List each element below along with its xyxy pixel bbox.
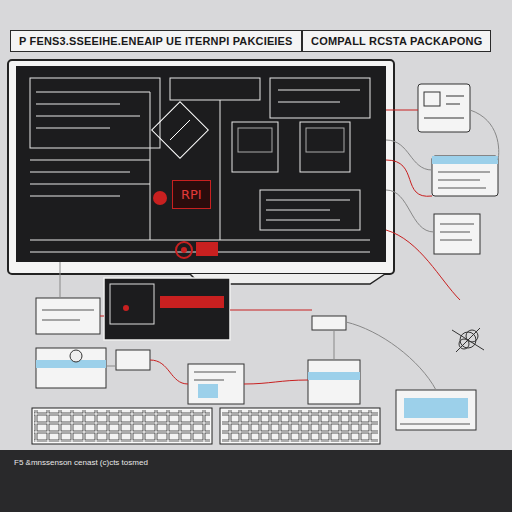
art-shape bbox=[30, 78, 370, 252]
art-shape bbox=[440, 224, 474, 240]
art-shape bbox=[278, 90, 360, 102]
art-shape bbox=[198, 384, 218, 398]
caption: F5 &mnssenson cenast (c)cts tosmed bbox=[14, 458, 148, 467]
art-shape bbox=[16, 66, 386, 262]
art-shape bbox=[150, 92, 220, 240]
art-shape bbox=[452, 328, 484, 352]
art-shape bbox=[270, 78, 370, 118]
art-shape bbox=[424, 96, 464, 118]
art-shape bbox=[42, 310, 94, 320]
art-shape bbox=[238, 128, 272, 152]
art-shape bbox=[334, 330, 335, 360]
banner-text: RPI bbox=[181, 187, 202, 202]
art-shape bbox=[153, 191, 167, 205]
art-shape bbox=[150, 360, 188, 384]
art-shape bbox=[434, 214, 480, 254]
art-shape bbox=[452, 328, 484, 352]
art-shape bbox=[424, 92, 440, 106]
art-shape bbox=[404, 398, 468, 418]
art-shape bbox=[346, 322, 436, 390]
art-shape bbox=[104, 278, 230, 340]
art-shape bbox=[176, 242, 192, 258]
art-shape bbox=[100, 316, 104, 317]
art-shape bbox=[36, 348, 106, 388]
screen-label-box: RPI bbox=[172, 180, 211, 209]
art-shape bbox=[188, 364, 244, 404]
art-shape bbox=[194, 372, 236, 380]
art-shape bbox=[418, 84, 470, 132]
art-shape bbox=[308, 360, 360, 404]
art-shape bbox=[386, 110, 418, 111]
art-shape bbox=[170, 120, 190, 140]
art-shape bbox=[432, 156, 498, 196]
art-shape bbox=[244, 380, 308, 384]
art-shape bbox=[32, 408, 212, 444]
banner-text: COMPALL RCSTA PACKAPONG bbox=[311, 35, 482, 47]
art-shape bbox=[34, 410, 210, 442]
art-shape bbox=[386, 190, 434, 232]
art-shape bbox=[36, 298, 100, 334]
title-banner: P FENS3.SSEEIHE.ENEAIP UE ITERNPI PAKCIE… bbox=[10, 30, 302, 52]
art-shape bbox=[123, 305, 129, 311]
art-shape bbox=[110, 284, 154, 324]
art-shape bbox=[312, 316, 346, 330]
art-shape bbox=[152, 102, 209, 159]
art-shape bbox=[30, 160, 150, 196]
art-shape bbox=[222, 410, 378, 442]
art-shape bbox=[60, 262, 61, 298]
art-shape bbox=[470, 110, 499, 160]
art-shape bbox=[260, 190, 360, 230]
art-shape bbox=[220, 408, 380, 444]
art-shape bbox=[396, 390, 476, 430]
art-shape bbox=[30, 78, 160, 148]
art-shape bbox=[106, 366, 116, 367]
art-shape bbox=[386, 230, 460, 300]
art-shape bbox=[438, 172, 490, 188]
art-shape bbox=[308, 372, 360, 380]
art-shape bbox=[0, 450, 512, 512]
art-shape bbox=[8, 60, 394, 274]
art-shape bbox=[60, 110, 499, 390]
art-shape bbox=[230, 310, 312, 311]
art-shape bbox=[196, 242, 218, 256]
art-shape bbox=[266, 200, 350, 220]
art-shape bbox=[160, 296, 224, 308]
art-shape bbox=[400, 424, 470, 425]
art-shape bbox=[306, 128, 344, 152]
art-shape bbox=[181, 247, 187, 253]
art-shape bbox=[116, 350, 150, 370]
title-banner: COMPALL RCSTA PACKAPONG bbox=[302, 30, 491, 52]
banner-text: P FENS3.SSEEIHE.ENEAIP UE ITERNPI PAKCIE… bbox=[19, 35, 293, 47]
art-shape bbox=[432, 156, 498, 164]
art-shape bbox=[300, 122, 350, 172]
art-shape bbox=[36, 92, 150, 128]
art-shape bbox=[36, 360, 106, 368]
art-shape bbox=[386, 140, 432, 170]
art-shape bbox=[232, 122, 278, 172]
art-shape bbox=[170, 78, 260, 100]
art-shape bbox=[70, 350, 82, 362]
